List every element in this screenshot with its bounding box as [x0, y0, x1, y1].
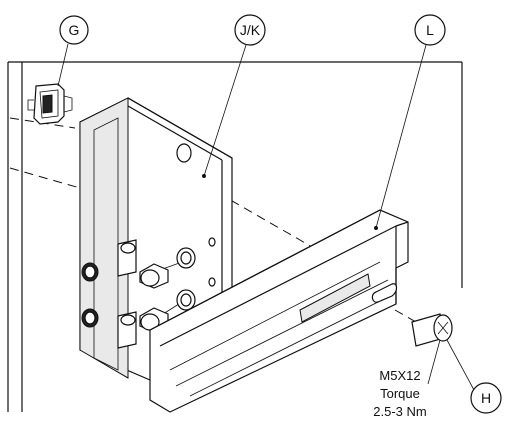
callout-h: H — [446, 339, 502, 414]
cabinet-frame — [7, 61, 463, 412]
callout-jk: J/K — [202, 14, 266, 178]
callout-g-label: G — [69, 22, 80, 38]
callout-l-label: L — [426, 22, 434, 38]
cage-nut-part — [27, 83, 73, 125]
callout-g: G — [57, 15, 89, 87]
callout-jk-label: J/K — [240, 22, 261, 38]
front-screws — [139, 247, 196, 333]
torque-value-text: 2.5-3 Nm — [373, 404, 426, 419]
screw-h-part — [411, 313, 453, 347]
screw-note: M5X12 Torque 2.5-3 Nm — [373, 339, 441, 419]
torque-label-text: Torque — [380, 386, 420, 401]
callout-l: L — [374, 14, 446, 230]
callout-h-label: H — [481, 390, 491, 406]
horizontal-rail-part — [149, 209, 409, 413]
screw-size-text: M5X12 — [379, 368, 420, 383]
